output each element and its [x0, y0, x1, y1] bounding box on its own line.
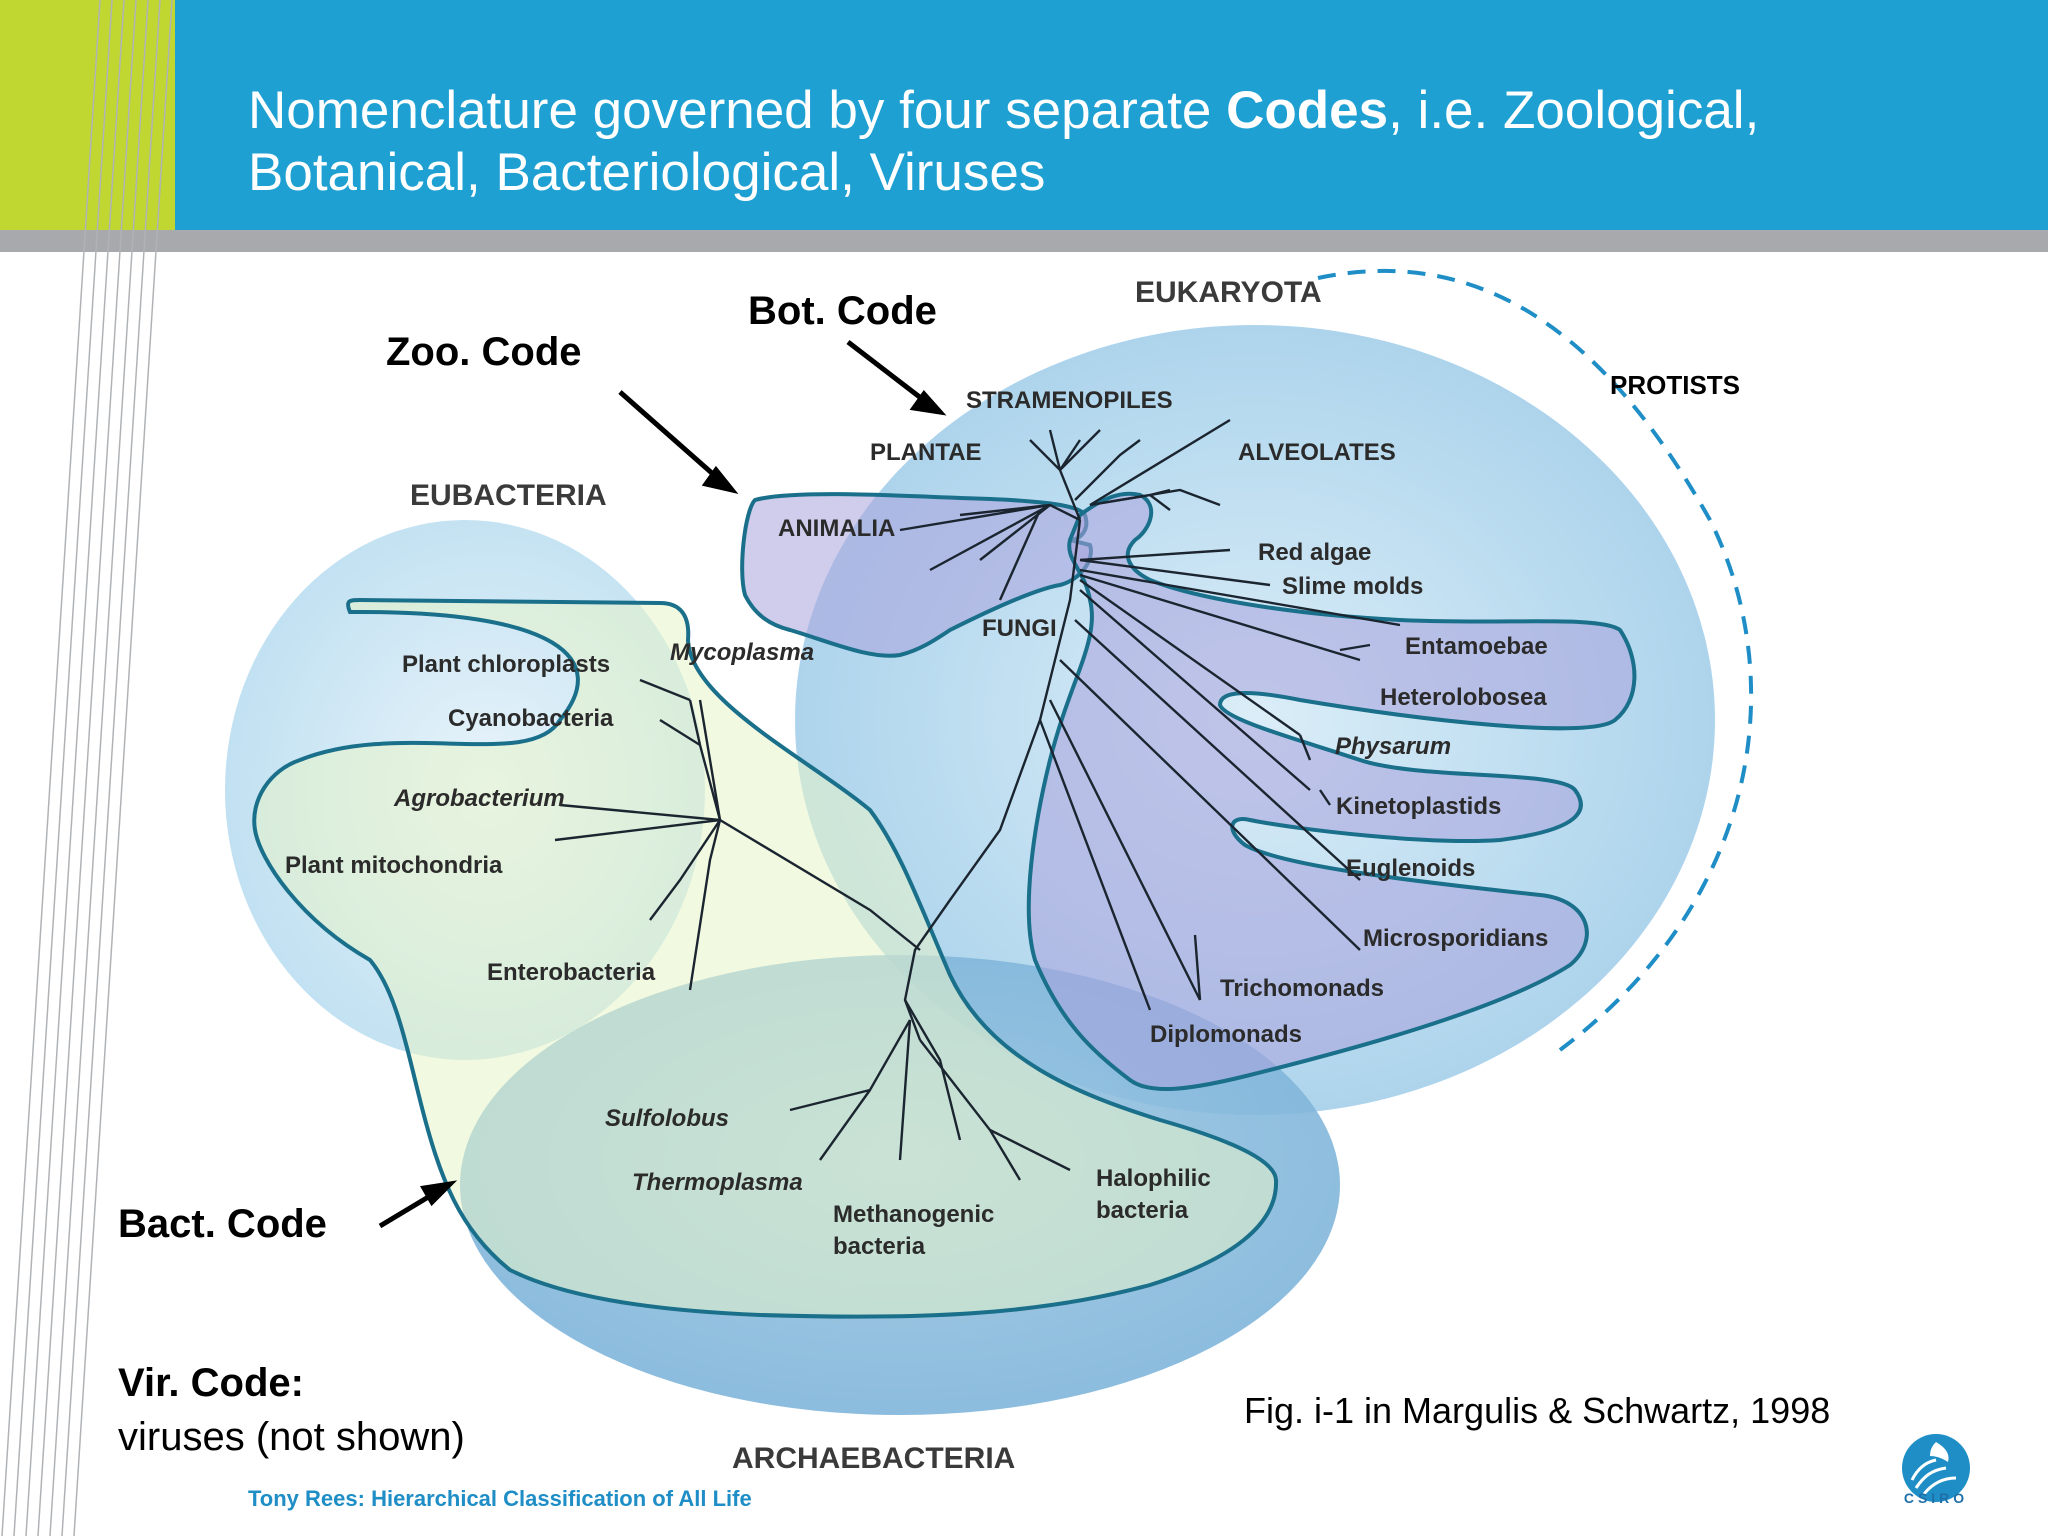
taxon-heterolobosea: Heterolobosea: [1380, 684, 1547, 711]
bot-code-region: [1026, 491, 1637, 1092]
vir-code-note: Vir. Code: viruses (not shown): [118, 1356, 465, 1464]
slide-title: Nomenclature governed by four separate C…: [248, 80, 1968, 204]
vir-code-subtitle: viruses (not shown): [118, 1415, 465, 1459]
decorative-stripes: [1, 0, 173, 1536]
taxon-halophilic-line2: bacteria: [1096, 1197, 1189, 1224]
eukaryota-label: EUKARYOTA: [1135, 276, 1322, 309]
protists-label: PROTISTS: [1610, 370, 1740, 400]
title-text-end: , i.e. Zoological, Botanical, Bacteriolo…: [248, 81, 1760, 202]
taxon-physarum: Physarum: [1335, 733, 1451, 760]
taxon-methanogenic-line2: bacteria: [833, 1233, 926, 1260]
taxon-red-algae: Red algae: [1258, 539, 1371, 566]
taxon-euglenoids: Euglenoids: [1346, 855, 1475, 882]
taxon-diplomonads: Diplomonads: [1150, 1021, 1302, 1048]
taxon-plant-mitochondria: Plant mitochondria: [285, 852, 503, 879]
taxon-methanogenic-line1: Methanogenic: [833, 1201, 994, 1228]
bact-code-label: Bact. Code: [118, 1202, 327, 1246]
taxon-halophilic-line1: Halophilic: [1096, 1165, 1211, 1192]
taxon-enterobacteria: Enterobacteria: [487, 959, 656, 986]
taxon-mycoplasma: Mycoplasma: [670, 639, 814, 666]
title-text: Nomenclature governed by four separate: [248, 81, 1227, 140]
taxon-plantae: PLANTAE: [870, 439, 982, 466]
taxon-stramenopiles: STRAMENOPILES: [966, 387, 1173, 414]
taxon-agrobacterium: Agrobacterium: [393, 785, 565, 812]
bact-code-region: [254, 600, 1277, 1317]
taxon-fungi: FUNGI: [982, 615, 1057, 642]
taxon-cyanobacteria: Cyanobacteria: [448, 705, 614, 732]
csiro-logo-icon: [1902, 1434, 1970, 1502]
zoo-code-label: Zoo. Code: [386, 330, 582, 374]
taxon-alveolates: ALVEOLATES: [1238, 439, 1396, 466]
taxon-animalia: ANIMALIA: [778, 515, 895, 542]
zoo-code-region: [740, 492, 1093, 658]
title-bar: [0, 0, 2048, 230]
bot-code-label: Bot. Code: [748, 289, 937, 333]
taxon-trichomonads: Trichomonads: [1220, 975, 1384, 1002]
pointer-arrows: [378, 340, 947, 1229]
taxon-sulfolobus: Sulfolobus: [605, 1105, 729, 1132]
taxon-microsporidians: Microsporidians: [1363, 925, 1548, 952]
taxon-entamoebae: Entamoebae: [1405, 633, 1548, 660]
eubacteria-label: EUBACTERIA: [410, 479, 607, 512]
figure-credit: Fig. i-1 in Margulis & Schwartz, 1998: [1244, 1390, 1831, 1431]
taxon-thermoplasma: Thermoplasma: [632, 1169, 803, 1196]
protists-bracket: [1317, 268, 1754, 1052]
csiro-logo-text: CSIRO: [1903, 1490, 1969, 1506]
footer-text: Tony Rees: Hierarchical Classification o…: [248, 1486, 752, 1511]
title-bar-underline: [0, 230, 2048, 252]
title-bold-text: Codes: [1226, 81, 1389, 140]
archaebacteria-label: ARCHAEBACTERIA: [732, 1442, 1015, 1475]
vir-code-title: Vir. Code:: [118, 1361, 304, 1405]
taxon-slime-molds: Slime molds: [1282, 573, 1423, 600]
taxon-kinetoplastids: Kinetoplastids: [1336, 793, 1501, 820]
tree-branches: [554, 418, 1401, 1181]
bact-code-outline: [252, 597, 1279, 1319]
taxon-plant-chloroplasts: Plant chloroplasts: [402, 651, 610, 678]
